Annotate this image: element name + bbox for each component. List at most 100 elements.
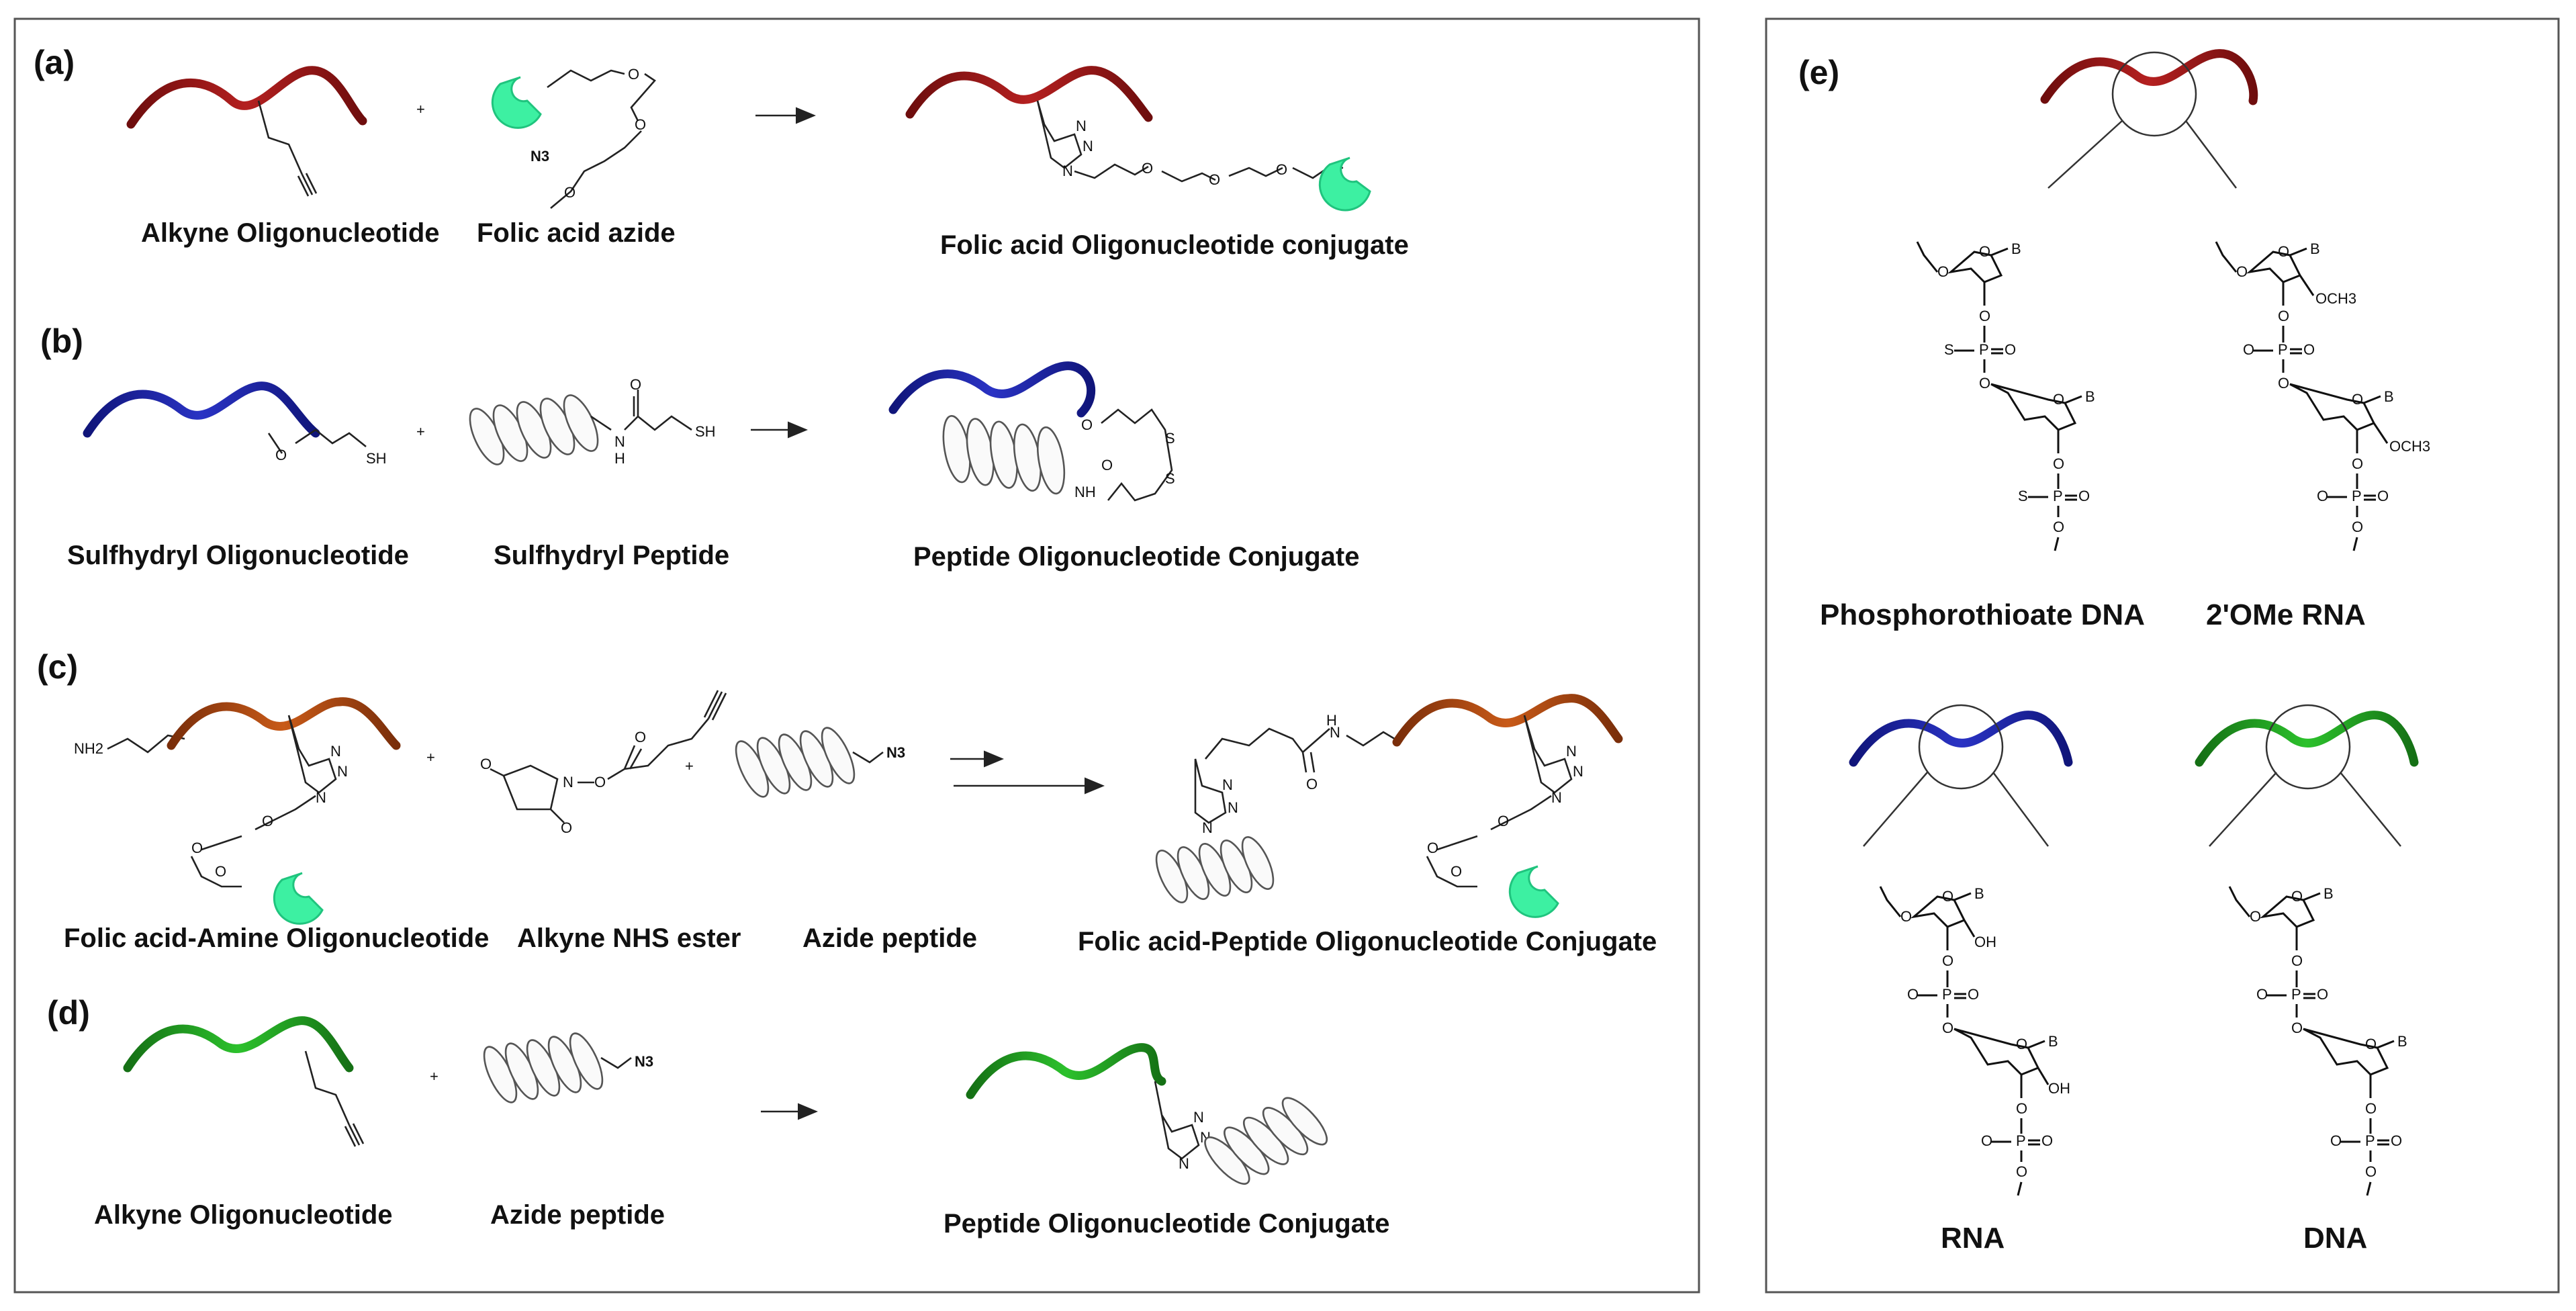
plus-sign: + <box>685 758 694 774</box>
triazole-nitrogen: N <box>1062 163 1073 179</box>
link-oxygen: O <box>2365 1163 2377 1180</box>
peg-chain <box>190 795 316 888</box>
rna-structure: O O B OH O O P O O O B OH O O P O O <box>1879 885 2070 1196</box>
phosphorothioate-dna-structure: O O B O S P O O O B O S P O O <box>1916 240 2095 551</box>
ring-oxygen: O <box>2291 888 2303 905</box>
sugar-oxygen: O <box>2250 908 2261 925</box>
amide-h: H <box>1326 712 1337 729</box>
panel-c-oligo-strand <box>167 697 401 750</box>
ring-oxygen: O <box>2278 243 2289 260</box>
panel-e-strand-red <box>2040 49 2258 105</box>
link-oxygen: O <box>2278 308 2289 324</box>
nucleobase: B <box>2310 240 2320 257</box>
panel-a-product-strand <box>905 66 1153 122</box>
peg-oxygen: O <box>1276 161 1287 178</box>
phosphorus: P <box>2352 488 2362 504</box>
triazole-nitrogen: N <box>1228 799 1238 816</box>
zoom-line <box>1863 772 1928 847</box>
peg-oxygen: O <box>628 66 639 83</box>
panel-b-reagent2-caption: Sulfhydryl Peptide <box>494 541 729 570</box>
nucleobase: B <box>2384 388 2394 405</box>
triazole-nitrogen: N <box>316 789 326 806</box>
peg-oxygen: O <box>635 116 646 133</box>
ring-oxygen: O <box>2365 1036 2377 1052</box>
triazole-nitrogen: N <box>1566 743 1577 760</box>
azide-label: N3 <box>886 744 905 761</box>
amide-h: H <box>614 450 625 467</box>
amide-linker <box>590 390 692 431</box>
sulfur-atom: S <box>1165 470 1175 487</box>
zoom-circle <box>2111 51 2197 137</box>
peg-oxygen: O <box>1427 840 1438 856</box>
thio-sulfur: S <box>2018 488 2028 504</box>
amide-nh: NH <box>1074 484 1096 500</box>
sugar-oxygen: O <box>1937 263 1949 280</box>
triazole-nitrogen: N <box>1573 763 1583 780</box>
link-oxygen: O <box>2291 1020 2303 1036</box>
peg-oxygen: O <box>1451 863 1462 880</box>
link-oxygen: O <box>2291 952 2303 969</box>
zoom-circle <box>2265 704 2351 790</box>
panel-a: (a) Alkyne Oligonucleotide + O O O N3 Fo… <box>34 44 1409 260</box>
panel-a-label: (a) <box>34 44 75 81</box>
peg-chain <box>547 69 656 209</box>
ome-rna-structure: O O B OCH3 O O P O O O B OCH3 O O P O O <box>2215 240 2430 551</box>
folate-ligand-icon <box>273 872 324 925</box>
zoom-circle <box>1918 704 2004 790</box>
phosphorus: P <box>2053 488 2063 504</box>
triazole-ring <box>1036 100 1083 169</box>
thiol-label: SH <box>695 423 716 440</box>
peg-oxygen: O <box>1142 160 1153 177</box>
triazole-ring <box>1523 715 1573 794</box>
peptide-helix-icon <box>1155 836 1275 903</box>
panel-a-oligo-strand <box>126 66 367 129</box>
link-oxygen: O <box>2352 455 2363 472</box>
panel-a-product-caption: Folic acid Oligonucleotide conjugate <box>940 230 1409 260</box>
phosphate-oxygen: O <box>2330 1132 2342 1149</box>
panel-e-strand-blue <box>1849 711 2073 767</box>
ring-oxygen: O <box>2352 391 2363 408</box>
panel-d-product-caption: Peptide Oligonucleotide Conjugate <box>944 1209 1389 1238</box>
zoom-line <box>2209 772 2277 847</box>
phosphate-oxygen: O <box>2317 986 2328 1003</box>
panel-d-product-strand <box>966 1043 1166 1099</box>
plus-sign: + <box>416 101 425 118</box>
plus-sign: + <box>416 423 425 440</box>
amine-linker <box>1346 731 1401 747</box>
azide-linker <box>852 751 884 764</box>
phosphate-oxygen: O <box>2078 488 2090 504</box>
nucleobase: B <box>2397 1033 2407 1050</box>
phosphorus: P <box>2365 1132 2375 1149</box>
carbonyl-oxygen: O <box>635 729 646 745</box>
linker-oxygen: O <box>1081 416 1093 433</box>
panel-c-label: (c) <box>37 648 78 686</box>
link-oxygen: O <box>1942 952 1953 969</box>
peg-oxygen: O <box>564 184 576 201</box>
alkyne-triple <box>344 1123 365 1147</box>
hydroxyl-group: OH <box>1974 934 1996 950</box>
nhs-oxygen: O <box>561 819 572 836</box>
panel-a-alkyne-linker <box>257 100 304 175</box>
ring-oxygen: O <box>1979 243 1990 260</box>
azide-linker <box>600 1056 632 1069</box>
phosphate-oxygen: O <box>2256 986 2268 1003</box>
sugar-oxygen: O <box>1900 908 1912 925</box>
panel-b: (b) O SH Sulfhydryl Oligonucleotide + N … <box>40 322 1359 572</box>
panel-b-label: (b) <box>40 322 83 360</box>
link-oxygen: O <box>1979 375 1990 392</box>
sugar-oxygen: O <box>2236 263 2248 280</box>
triazole-nitrogen: N <box>1179 1155 1189 1172</box>
triazole-nitrogen: N <box>1083 138 1093 154</box>
link-oxygen: O <box>2278 375 2289 392</box>
panel-c-reagent2-caption: Alkyne NHS ester <box>517 923 741 953</box>
sulfur-atom: S <box>1165 430 1175 447</box>
methoxy-group: OCH3 <box>2389 438 2430 455</box>
phosphorus: P <box>2291 986 2301 1003</box>
ring-oxygen: O <box>2016 1036 2027 1052</box>
phosphate-oxygen: O <box>2243 341 2254 358</box>
panel-d-reagent2-caption: Azide peptide <box>490 1200 665 1230</box>
zoom-line <box>2048 120 2123 189</box>
phosphate-oxygen: O <box>2303 341 2315 358</box>
peg-oxygen: O <box>1209 171 1220 188</box>
ring-oxygen: O <box>1942 888 1953 905</box>
